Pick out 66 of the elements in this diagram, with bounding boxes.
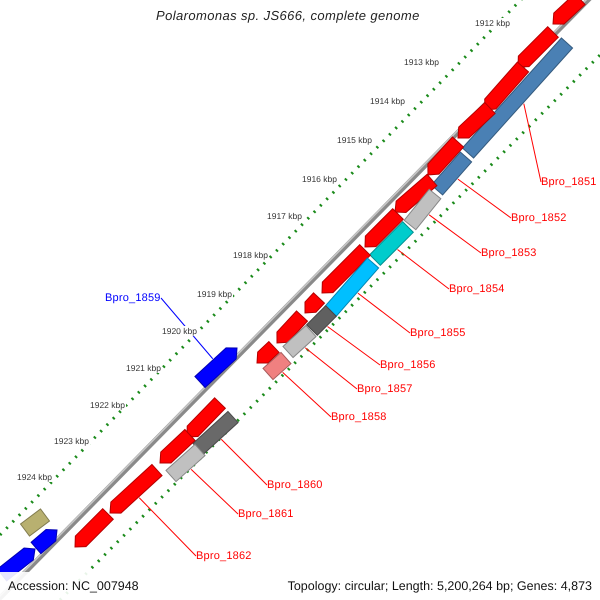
gene-label: Bpro_1853: [481, 247, 537, 259]
leader-line: [428, 214, 482, 254]
kbp-scale-label: 1918 kbp: [232, 250, 269, 260]
gene-label: Bpro_1854: [449, 283, 505, 295]
kbp-scale-label: 1914 kbp: [369, 96, 406, 106]
leader-line: [357, 292, 410, 334]
gene-pointed-block: [321, 244, 372, 294]
kbp-scale-label: 1922 kbp: [89, 400, 126, 410]
gene-pointed-block: [427, 136, 464, 176]
gene-label: Bpro_1851: [541, 176, 597, 188]
gene-pointed-block: [30, 529, 58, 554]
kbp-scale-label: 1920 kbp: [161, 326, 198, 336]
gene-pointed-block: [394, 174, 438, 213]
kbp-scale-label: 1917 kbp: [266, 211, 303, 221]
kbp-scale-label: 1916 kbp: [301, 174, 338, 184]
gene-block: [192, 410, 239, 456]
gene-pointed-block: [304, 292, 326, 314]
gene-label: Bpro_1860: [267, 479, 323, 491]
gene-pointed-block: [552, 0, 586, 25]
kbp-scale-label: 1919 kbp: [196, 289, 233, 299]
leader-line: [327, 326, 380, 366]
gene-label: Bpro_1862: [196, 550, 252, 562]
gene-label: Bpro_1861: [238, 508, 294, 520]
kbp-scale-label: 1921 kbp: [125, 363, 162, 373]
gene-pointed-block: [194, 347, 238, 388]
gene-label: Bpro_1855: [410, 327, 466, 339]
gene-label: Bpro_1852: [511, 212, 567, 224]
gene-block: [20, 508, 50, 537]
gene-pointed-block: [159, 428, 196, 464]
gene-label: Bpro_1859: [105, 292, 161, 304]
gene-pointed-block: [74, 508, 114, 548]
kbp-scale-label: 1912 kbp: [474, 18, 511, 28]
gene-block: [462, 37, 574, 159]
gene-block: [262, 352, 292, 380]
kbp-scale-label: 1924 kbp: [16, 472, 53, 482]
gene-pointed-block: [256, 340, 280, 364]
gene-pointed-block: [276, 310, 308, 344]
kbp-scale-label: 1913 kbp: [403, 57, 440, 67]
gene-pointed-block: [484, 61, 530, 111]
kbp-scale-label: 1923 kbp: [53, 436, 90, 446]
leader-line: [220, 438, 268, 486]
title: Polaromonas sp. JS666, complete genome: [156, 8, 420, 23]
leader-line: [304, 347, 358, 390]
leader-line: [523, 103, 542, 182]
gene-block: [368, 220, 414, 266]
gene-pointed-block: [364, 208, 404, 248]
gene-block: [403, 188, 442, 230]
genome-summary-text: Topology: circular; Length: 5,200,264 bp; Genes: 4,873: [288, 579, 592, 593]
leader-line: [138, 497, 196, 556]
gene-pointed-block: [457, 102, 496, 138]
gene-label: Bpro_1858: [331, 411, 387, 423]
gene-label: Bpro_1857: [357, 383, 413, 395]
accession-text: Accession: NC_007948: [8, 579, 139, 593]
leader-line: [457, 178, 512, 218]
gene-block: [306, 304, 338, 336]
kbp-scale-label: 1915 kbp: [336, 135, 373, 145]
leader-line: [282, 372, 332, 418]
gene-pointed-block: [517, 26, 560, 68]
leader-line: [397, 249, 450, 290]
gene-pointed-block: [186, 397, 226, 438]
gene-block: [165, 444, 206, 482]
gene-pointed-block: [109, 464, 163, 514]
gene-block: [324, 257, 380, 318]
gene-label: Bpro_1856: [380, 359, 436, 371]
leader-line: [190, 468, 238, 514]
gene-block: [282, 324, 317, 358]
